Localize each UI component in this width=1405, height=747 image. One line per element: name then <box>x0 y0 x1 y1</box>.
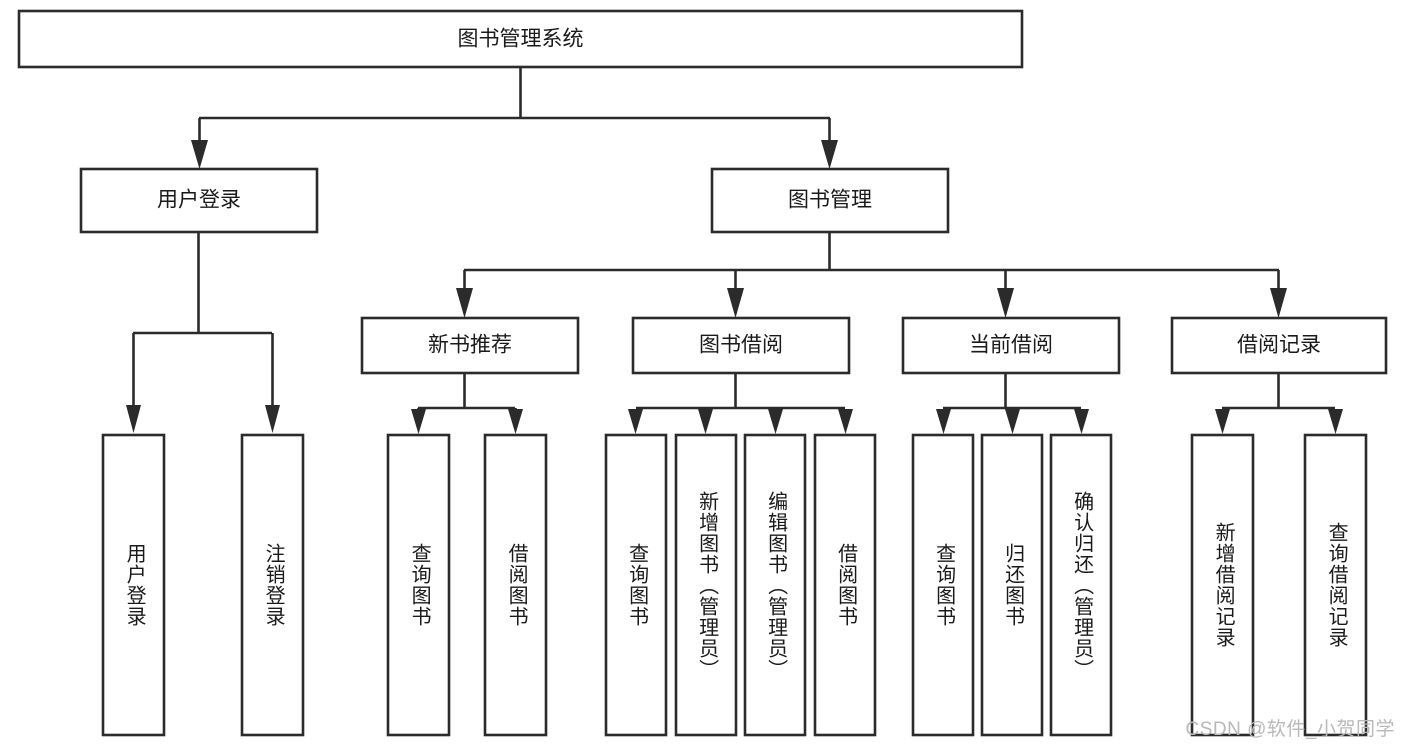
connector-group-root <box>191 67 838 169</box>
node-current-borrow-label: 当前借阅 <box>969 334 1053 357</box>
leaf-box-logout-login[interactable] <box>240 433 305 737</box>
node-new-book-recommend[interactable]: 新书推荐 <box>360 316 580 375</box>
connector-group-current-borrow <box>936 373 1089 434</box>
leaf-box-confirm-return-admin[interactable] <box>1049 433 1113 737</box>
arrowhead-leaf-query-book-2 <box>628 409 643 434</box>
node-borrow-record-box[interactable] <box>1170 316 1388 375</box>
node-user-login-box[interactable] <box>79 167 319 234</box>
arrowhead-leaf-logout-login <box>265 405 280 433</box>
arrowhead-to-user-login <box>191 140 208 169</box>
arrowhead-leaf-borrow-book-2 <box>838 409 853 434</box>
watermark-text: CSDN @软件_小贺同学 <box>1185 719 1395 740</box>
node-current-borrow[interactable]: 当前借阅 <box>901 316 1121 375</box>
arrowhead-leaf-add-borrow-record <box>1215 409 1230 434</box>
connector-group-user-login <box>126 232 280 433</box>
arrowhead-leaf-borrow-book-1 <box>508 409 523 434</box>
node-book-manage[interactable]: 图书管理 <box>710 167 950 234</box>
node-user-login-label: 用户登录 <box>157 189 241 212</box>
leaf-boxes <box>101 433 1368 737</box>
arrowhead-leaf-add-book-admin <box>698 409 713 434</box>
node-borrow-record[interactable]: 借阅记录 <box>1170 316 1388 375</box>
leaf-box-query-book-3[interactable] <box>911 433 975 737</box>
arrowhead-leaf-return-book <box>1005 409 1020 434</box>
node-new-book-recommend-label: 新书推荐 <box>428 334 512 357</box>
node-book-manage-box[interactable] <box>710 167 950 234</box>
connector-group-new-book-recommend <box>411 373 523 434</box>
leaf-box-query-borrow-record[interactable] <box>1303 433 1368 737</box>
leaf-box-query-book-1[interactable] <box>386 433 451 737</box>
leaf-box-query-book-2[interactable] <box>604 433 668 737</box>
leaf-box-borrow-book-2[interactable] <box>813 433 877 737</box>
leaf-box-add-borrow-record[interactable] <box>1190 433 1255 737</box>
arrowhead-leaf-edit-book-admin <box>768 409 783 434</box>
arrowhead-leaf-query-book-3 <box>936 409 951 434</box>
leaf-box-add-book-admin[interactable] <box>674 433 738 737</box>
arrowhead-to-book-manage <box>821 140 838 169</box>
node-root-label: 图书管理系统 <box>458 28 584 51</box>
connector-group-book-borrow <box>628 373 853 434</box>
node-book-borrow-label: 图书借阅 <box>699 334 783 357</box>
node-current-borrow-box[interactable] <box>901 316 1121 375</box>
connector-group-borrow-record <box>1215 373 1343 434</box>
arrowhead-leaf-query-book-1 <box>411 409 426 434</box>
node-borrow-record-label: 借阅记录 <box>1237 334 1321 357</box>
node-new-book-recommend-box[interactable] <box>360 316 580 375</box>
arrowhead-leaf-user-login <box>126 405 141 433</box>
arrowhead-leaf-query-borrow-record <box>1328 409 1343 434</box>
leaf-box-borrow-book-1[interactable] <box>483 433 548 737</box>
arrowhead-to-new-book-recommend <box>456 288 473 318</box>
node-book-borrow[interactable]: 图书借阅 <box>631 316 851 375</box>
arrowhead-to-borrow-record <box>1270 288 1287 318</box>
arrowhead-to-book-borrow <box>727 288 744 318</box>
node-root-box[interactable] <box>17 9 1024 69</box>
arrowhead-to-current-borrow <box>997 288 1014 318</box>
arrowhead-leaf-confirm-return-admin <box>1074 409 1089 434</box>
node-user-login[interactable]: 用户登录 <box>79 167 319 234</box>
node-book-manage-label: 图书管理 <box>788 189 872 212</box>
node-root[interactable]: 图书管理系统 <box>17 9 1024 69</box>
leaf-box-edit-book-admin[interactable] <box>743 433 807 737</box>
node-book-borrow-box[interactable] <box>631 316 851 375</box>
connector-group-book-manage <box>456 232 1287 318</box>
leaf-box-return-book[interactable] <box>980 433 1044 737</box>
leaf-box-user-login[interactable] <box>101 433 166 737</box>
